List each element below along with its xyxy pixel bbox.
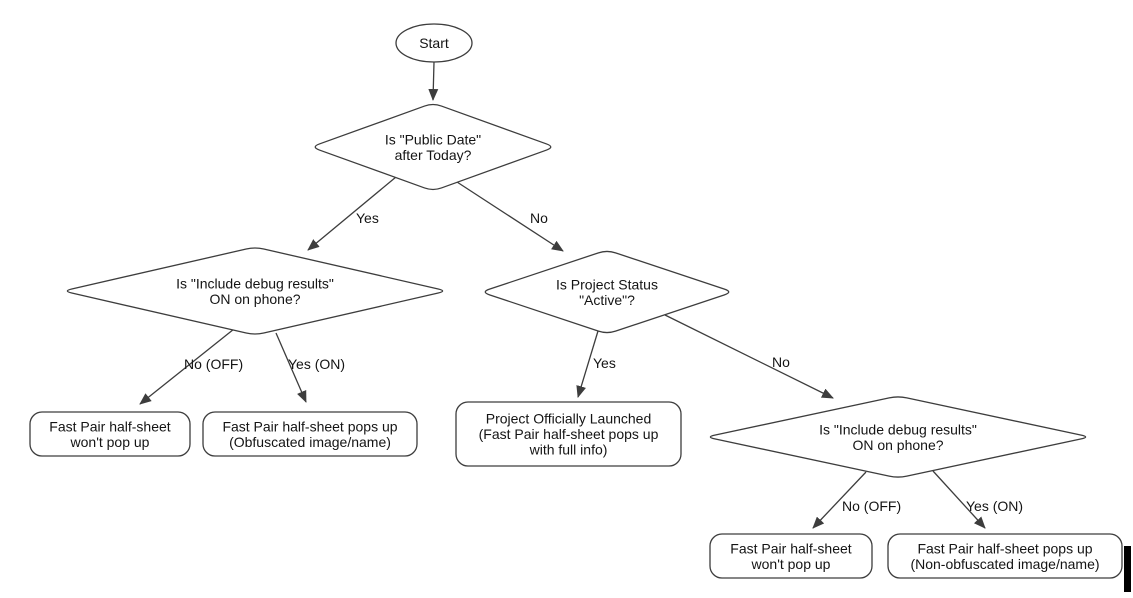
decision-public-date-diamond: Is "Public Date"after Today? <box>314 103 552 191</box>
rect-shape <box>202 411 418 457</box>
connector-arrow <box>307 176 397 251</box>
rect-shape <box>709 533 873 579</box>
outcome-obfuscated-box: Fast Pair half-sheet pops up(Obfuscated … <box>202 411 418 457</box>
connector-arrow <box>428 61 439 101</box>
node-label: Start <box>419 35 449 51</box>
node-label: won't pop up <box>70 434 150 450</box>
ellipse-shape <box>395 23 473 63</box>
text-cursor <box>1124 546 1131 592</box>
node-label: (Non-obfuscated image/name) <box>910 556 1099 572</box>
node-label: after Today? <box>395 147 472 163</box>
edge-debug-right-yes-on: Yes (ON) <box>932 470 1023 529</box>
edge-debug-left-no-off: No (OFF) <box>139 328 243 405</box>
node-label: Fast Pair half-sheet pops up <box>917 540 1092 556</box>
edge-label: Yes (ON) <box>966 498 1023 514</box>
node-label: (Obfuscated image/name) <box>229 434 391 450</box>
start-node: Start <box>395 23 473 63</box>
edge-label: No (OFF) <box>184 356 243 372</box>
connector-arrow <box>576 330 599 398</box>
edge-project-status-yes: Yes <box>576 330 616 398</box>
outcome-non-obfuscated-box: Fast Pair half-sheet pops up(Non-obfusca… <box>887 533 1123 579</box>
rect-shape <box>455 401 682 467</box>
diamond-shape <box>484 250 730 334</box>
outcome-officially-launched-box: Project Officially Launched(Fast Pair ha… <box>455 401 682 467</box>
connector-arrow <box>664 314 834 399</box>
edge-label: Yes <box>356 210 379 226</box>
edge-label: No <box>772 354 790 370</box>
decision-include-debug-left-diamond: Is "Include debug results"ON on phone? <box>66 247 444 335</box>
edge-debug-right-no-off: No (OFF) <box>812 471 901 529</box>
node-label: ON on phone? <box>852 437 943 453</box>
node-label: Is "Public Date" <box>385 131 481 147</box>
edge-public-date-no: No <box>456 181 564 252</box>
edge-debug-left-yes-on: Yes (ON) <box>275 332 345 403</box>
edge-label: Yes <box>593 355 616 371</box>
connector-arrow <box>456 181 564 252</box>
node-label: Fast Pair half-sheet <box>730 540 851 556</box>
edge-label: Yes (ON) <box>288 356 345 372</box>
connector-arrow <box>139 328 235 405</box>
node-label: Project Officially Launched <box>486 411 652 427</box>
node-label: "Active"? <box>579 292 635 308</box>
edge-label: No (OFF) <box>842 498 901 514</box>
diamond-shape <box>66 247 444 335</box>
node-label: won't pop up <box>751 556 831 572</box>
decision-project-status-diamond: Is Project Status"Active"? <box>484 250 730 334</box>
edge-label: No <box>530 210 548 226</box>
rect-shape <box>29 411 191 457</box>
node-label: Fast Pair half-sheet pops up <box>222 418 397 434</box>
diamond-shape <box>709 396 1087 478</box>
decision-include-debug-right-diamond: Is "Include debug results"ON on phone? <box>709 396 1087 478</box>
node-label: Is Project Status <box>556 276 658 292</box>
node-label: with full info) <box>529 442 608 458</box>
edge-project-status-no: No <box>664 314 834 399</box>
node-label: (Fast Pair half-sheet pops up <box>479 426 659 442</box>
node-label: Is "Include debug results" <box>819 421 977 437</box>
edge-start-to-public-date <box>428 61 439 101</box>
edge-public-date-yes: Yes <box>307 176 397 251</box>
connector-arrow <box>932 470 986 529</box>
rect-shape <box>887 533 1123 579</box>
connector-arrow <box>812 471 867 529</box>
node-label: Is "Include debug results" <box>176 275 334 291</box>
connector-arrow <box>275 332 307 403</box>
node-label: ON on phone? <box>209 291 300 307</box>
node-label: Fast Pair half-sheet <box>49 418 170 434</box>
diamond-shape <box>314 103 552 191</box>
